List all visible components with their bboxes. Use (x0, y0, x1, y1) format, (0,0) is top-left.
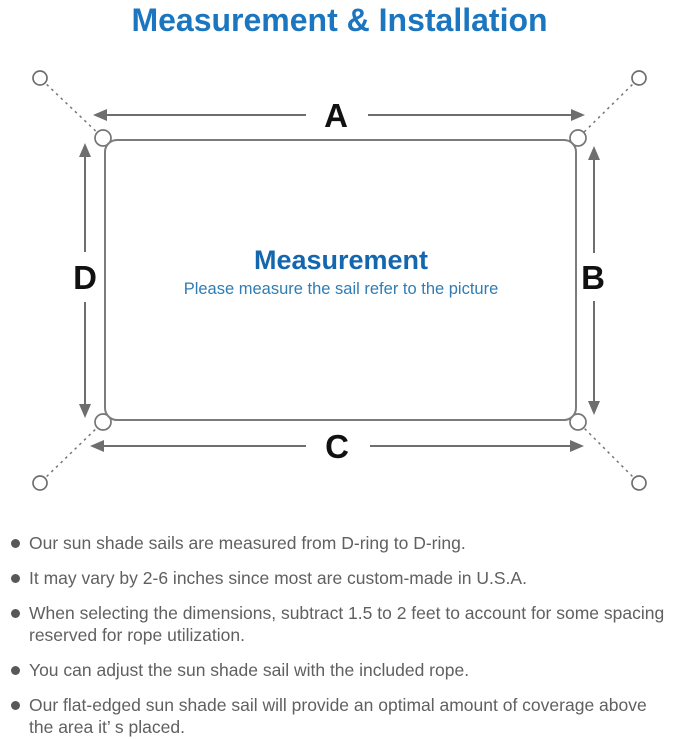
note-item-adjust-rope: You can adjust the sun shade sail with t… (10, 659, 670, 681)
diagram-center-heading: Measurement (254, 245, 428, 275)
arrow-c-heads (90, 440, 584, 452)
anchor-point-icon-bottom-right (631, 475, 647, 491)
d-ring-icon-bottom-right (569, 413, 587, 431)
side-label-a: A (324, 97, 348, 134)
arrow-d-heads (79, 143, 91, 418)
arrowhead-up-icon (79, 143, 91, 157)
anchor-rope-dashed-lines (41, 79, 638, 482)
rope-line-top-right (577, 79, 638, 139)
measurement-notes-list: Our sun shade sails are measured from D-… (10, 532, 670, 739)
arrowhead-down-icon (79, 404, 91, 418)
arrowhead-right-icon (571, 109, 585, 121)
shade-sail-outline (104, 139, 577, 421)
rope-line-bottom-left (41, 421, 104, 482)
side-label-c: C (325, 428, 349, 465)
anchor-points (32, 70, 647, 491)
rope-line-bottom-right (577, 421, 638, 482)
arrow-a-heads (93, 109, 585, 121)
rope-line-top-left (41, 79, 104, 139)
note-item-flat-edged: Our flat-edged sun shade sail will provi… (10, 694, 670, 738)
d-ring-icon-top-left (94, 129, 112, 147)
arrow-b-heads (588, 146, 600, 415)
arrowhead-left-icon (93, 109, 107, 121)
side-label-d: D (73, 259, 97, 296)
anchor-point-icon-top-right (631, 70, 647, 86)
note-item-dring-measure: Our sun shade sails are measured from D-… (10, 532, 670, 554)
note-item-subtract-feet: When selecting the dimensions, subtract … (10, 602, 670, 646)
side-label-b: B (581, 259, 605, 296)
arrowhead-left-icon (90, 440, 104, 452)
arrowhead-right-icon (570, 440, 584, 452)
page-title: Measurement & Installation (131, 2, 548, 38)
d-ring-icon-bottom-left (94, 413, 112, 431)
d-ring-icon-top-right (569, 129, 587, 147)
d-rings (94, 129, 587, 431)
arrowhead-down-icon (588, 401, 600, 415)
arrowhead-up-icon (588, 146, 600, 160)
anchor-point-icon-top-left (32, 70, 48, 86)
sail-diagram-svg: A B C D Measurement Please measure the s… (32, 70, 647, 491)
sail-measurement-diagram: A B C D Measurement Please measure the s… (0, 40, 679, 515)
note-item-vary-inches: It may vary by 2-6 inches since most are… (10, 567, 670, 589)
diagram-center-note: Please measure the sail refer to the pic… (184, 280, 499, 298)
anchor-point-icon-bottom-left (32, 475, 48, 491)
